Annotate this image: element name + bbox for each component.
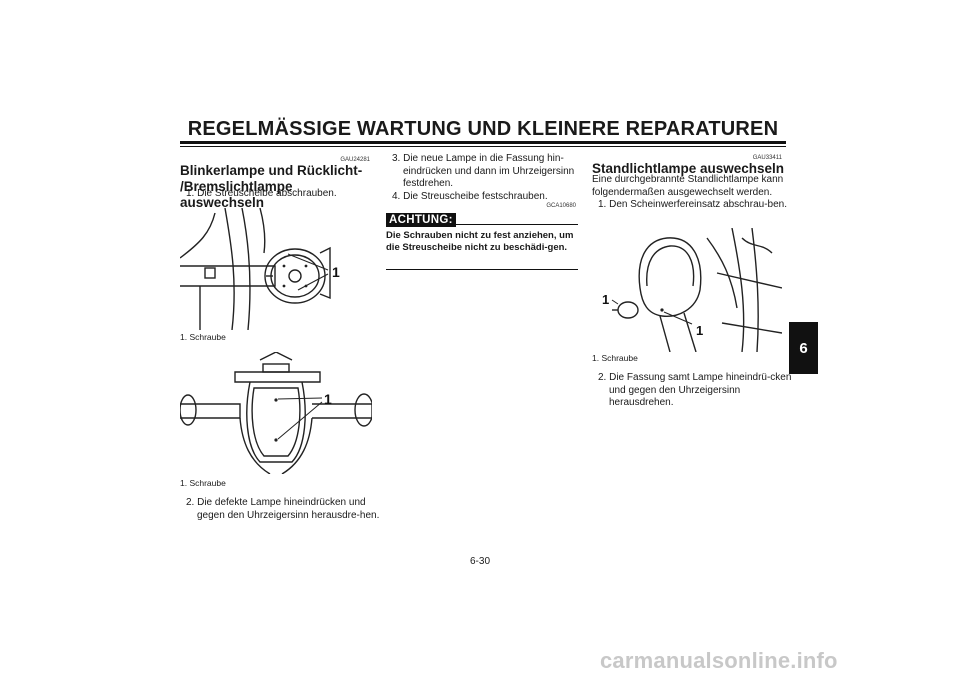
fig2-callout: 1	[324, 391, 332, 407]
fig1-caption: 1. Schraube	[180, 332, 226, 342]
left-section-title: Blinkerlampe und Rücklicht- /Bremslichtl…	[180, 163, 380, 211]
left-step-2: 2. Die defekte Lampe hineindrücken und g…	[186, 497, 380, 521]
turn-signal-figure: 1	[180, 208, 340, 330]
achtung-header: ACHTUNG:	[386, 210, 578, 228]
achtung-rule-bottom	[386, 269, 578, 270]
watermark: carmanualsonline.info	[600, 648, 838, 673]
right-intro: Eine durchgebrannte Standlichtlampe kann…	[592, 174, 784, 198]
chapter-tab-label: 6	[799, 339, 808, 357]
fig3-caption: 1. Schraube	[592, 353, 638, 363]
page-header-title: REGELMÄSSIGE WARTUNG UND KLEINERE REPARA…	[187, 118, 779, 140]
left-title-line1: Blinkerlampe und Rücklicht-	[180, 163, 363, 178]
right-step-1: 1. Den Scheinwerfereinsatz abschrau-ben.	[598, 199, 787, 210]
header-rule	[180, 141, 786, 144]
fig1-callout: 1	[332, 264, 340, 280]
chapter-tab[interactable]: 6	[789, 322, 818, 374]
fig3-callout-a: 1	[602, 292, 609, 307]
middle-step-4: 4. Die Streuscheibe festschrauben.	[392, 191, 548, 202]
left-step-1: 1. Die Streuscheibe abschrauben.	[186, 188, 337, 199]
page-number: 6-30	[470, 556, 491, 567]
right-section-code: GAU33411	[752, 155, 782, 161]
left-section-code: GAU24281	[340, 157, 370, 163]
middle-step-3: 3. Die neue Lampe in die Fassung hin-ein…	[392, 153, 575, 189]
left-title-line2: /Bremslichtlampe auswechseln	[180, 179, 293, 210]
right-section-title: Standlichtlampe auswechseln	[592, 161, 785, 176]
achtung-badge: ACHTUNG:	[386, 213, 456, 227]
right-step-2: 2. Die Fassung samt Lampe hineindrü-cken…	[598, 372, 792, 408]
achtung-rule-top	[455, 224, 578, 225]
tail-light-figure: 1	[180, 352, 372, 474]
headlight-figure: 1 1	[602, 228, 782, 352]
header-rule-thin	[180, 146, 786, 147]
fig3-callout-b: 1	[696, 323, 703, 338]
middle-section-code: GCA10680	[546, 203, 576, 209]
fig2-caption: 1. Schraube	[180, 478, 226, 488]
achtung-warning-text: Die Schrauben nicht zu fest anziehen, um…	[386, 230, 574, 253]
